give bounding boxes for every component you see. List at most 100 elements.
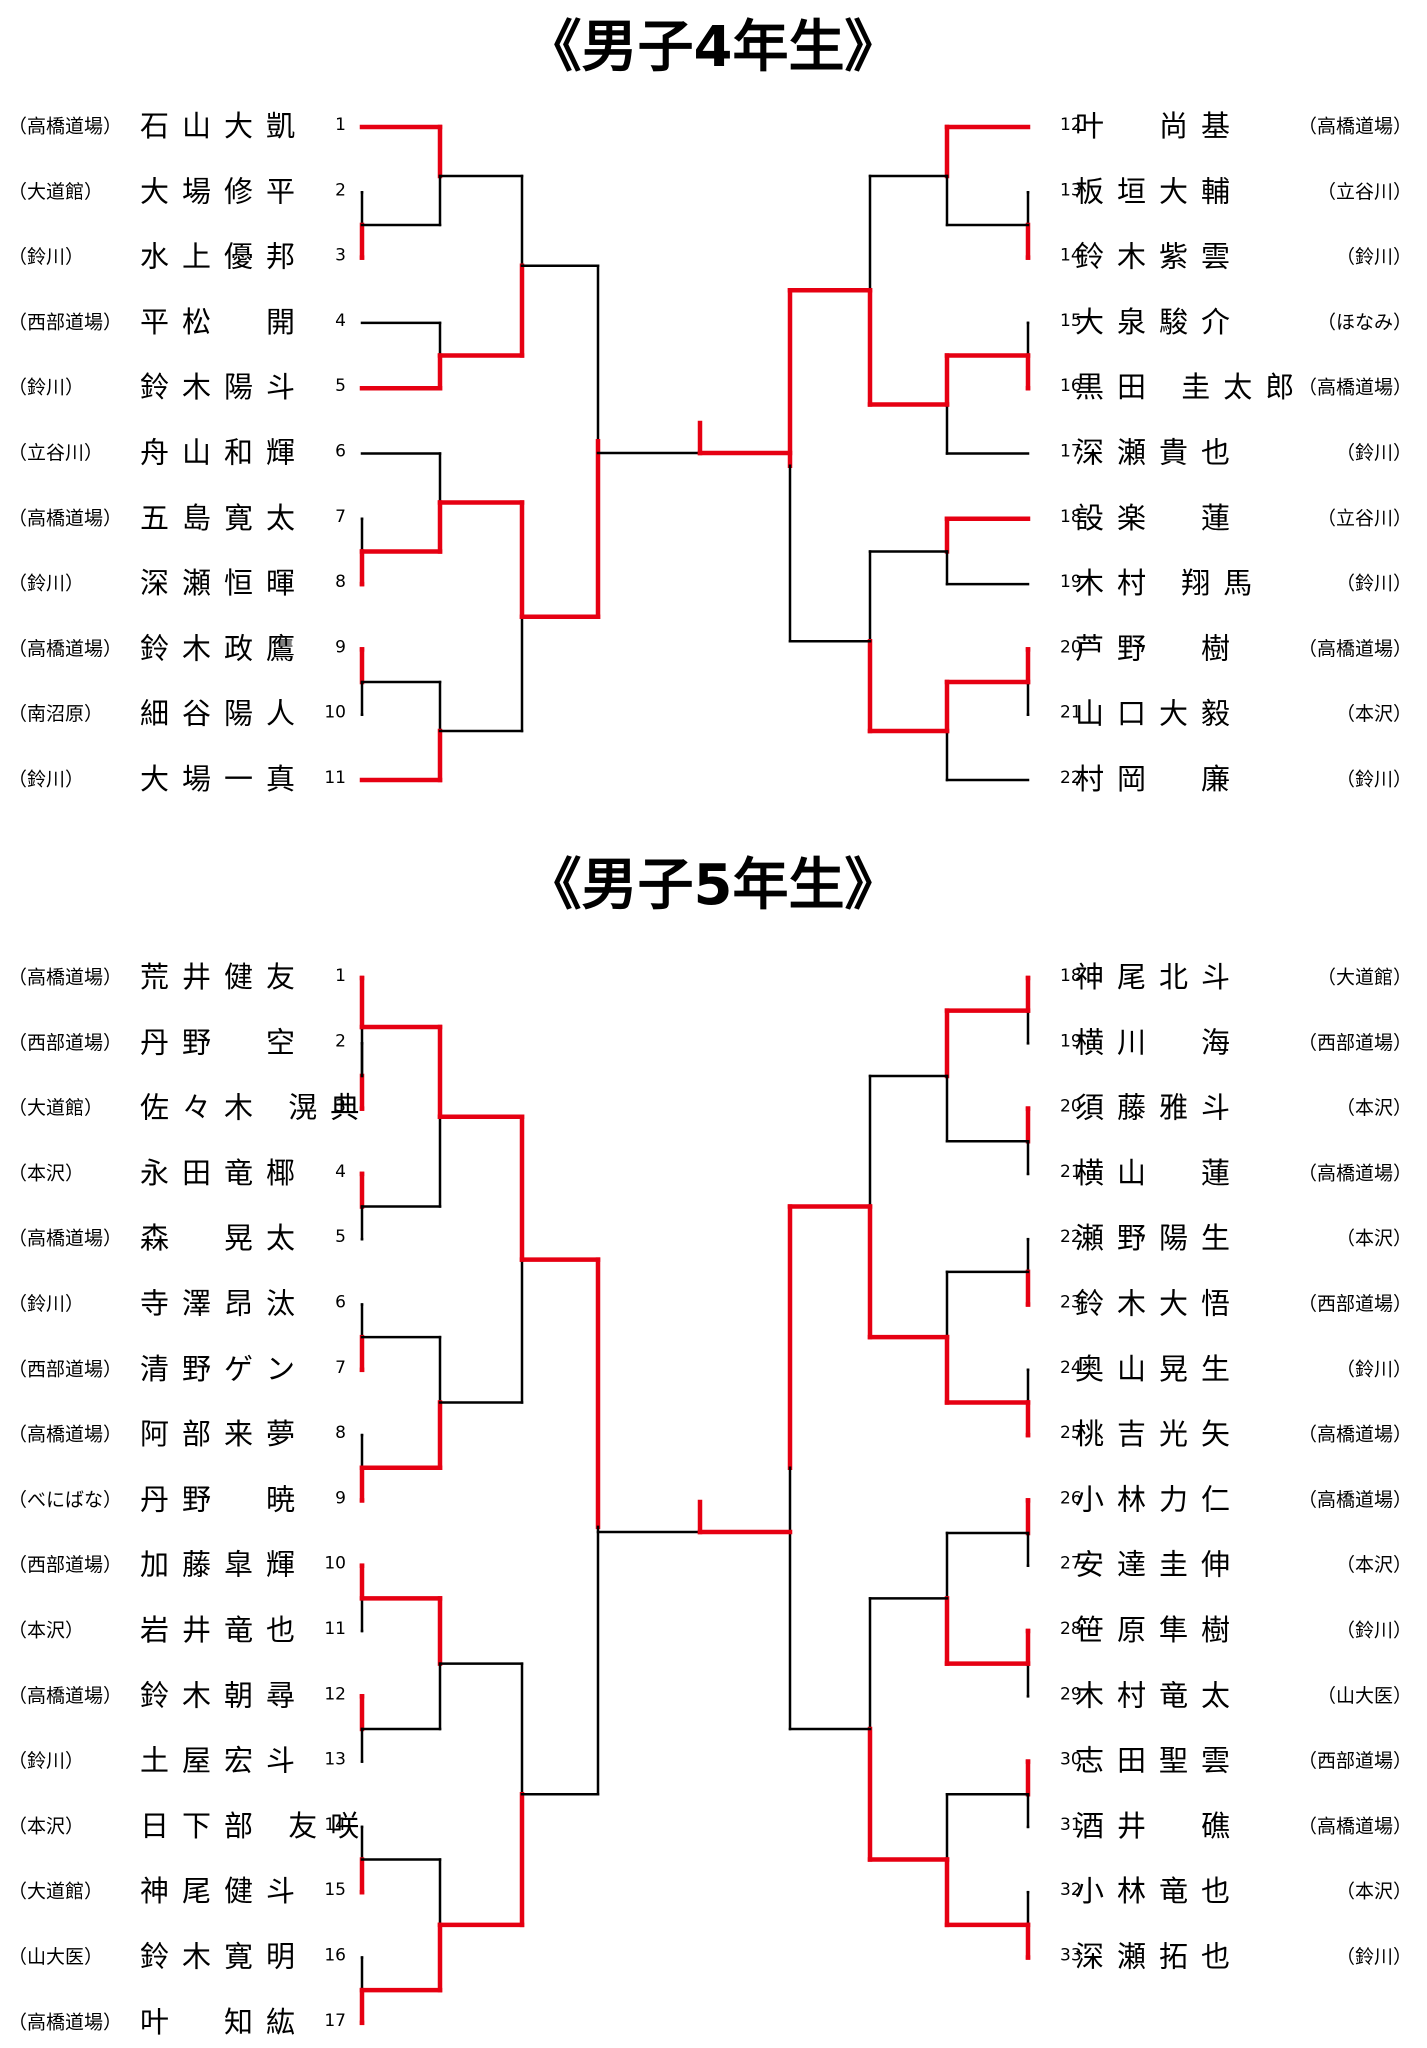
entrant-club: （高橋道場） — [1298, 377, 1412, 399]
entrant-name: 水上優邦 — [140, 240, 308, 274]
entrant-name: 芦野 樹 — [1075, 631, 1243, 665]
entrant-name: 村岡 廉 — [1075, 762, 1243, 796]
entrant-club: （鈴川） — [8, 1750, 84, 1772]
entrant-name: 酒井 礁 — [1075, 1809, 1243, 1843]
entrant-club: （高橋道場） — [8, 1424, 122, 1446]
entrant-name: 平松 開 — [140, 305, 308, 339]
entrant-number: 32 — [1060, 1880, 1082, 1900]
entrant-club: （鈴川） — [1336, 573, 1412, 595]
entrant-number: 7 — [335, 1358, 346, 1378]
entrant-club: （西部道場） — [1298, 1750, 1412, 1772]
entrant-number: 22 — [1060, 1227, 1082, 1247]
entrant-club: （高橋道場） — [1298, 1489, 1412, 1511]
entrant-club: （南沼原） — [8, 703, 103, 725]
entrant-name: 横川 海 — [1075, 1025, 1243, 1059]
entrant-club: （高橋道場） — [8, 2011, 122, 2033]
entrant-club: （高橋道場） — [8, 967, 122, 989]
entrant-number: 20 — [1060, 637, 1082, 657]
entrant-number: 6 — [335, 1293, 346, 1313]
entrant-number: 11 — [324, 768, 346, 788]
entrant-number: 24 — [1060, 1358, 1082, 1378]
entrant-name: 設楽 蓮 — [1075, 501, 1243, 535]
entrant-name: 鈴木大悟 — [1075, 1287, 1243, 1321]
entrant-club: （西部道場） — [1298, 1293, 1412, 1315]
entrant-number: 12 — [324, 1684, 346, 1704]
entrant-name: 阿部来夢 — [140, 1417, 308, 1451]
entrant-number: 16 — [1060, 376, 1082, 396]
section-title-grade4: 《男子4年生》 — [526, 15, 901, 80]
entrant-number: 19 — [1060, 572, 1082, 592]
entrant-number: 25 — [1060, 1423, 1082, 1443]
entrant-number: 21 — [1060, 1162, 1082, 1182]
entrant-club: （本沢） — [8, 1620, 84, 1642]
entrant-club: （本沢） — [1336, 1554, 1412, 1576]
entrant-number: 29 — [1060, 1684, 1082, 1704]
entrant-number: 20 — [1060, 1097, 1082, 1117]
entrant-number: 31 — [1060, 1815, 1082, 1835]
entrant-name: 岩井竜也 — [140, 1613, 308, 1647]
entrant-number: 12 — [1060, 115, 1082, 135]
entrant-club: （高橋道場） — [1298, 1815, 1412, 1837]
entrant-club: （本沢） — [1336, 1881, 1412, 1903]
entrant-club: （本沢） — [1336, 1097, 1412, 1119]
entrant-name: 佐々木 滉典 — [140, 1091, 372, 1125]
entrant-number: 11 — [324, 1619, 346, 1639]
entrant-name: 木村 翔馬 — [1075, 566, 1265, 600]
entrant-number: 22 — [1060, 768, 1082, 788]
entrant-name: 石山大凱 — [140, 109, 308, 143]
entrant-club: （鈴川） — [8, 573, 84, 595]
entrant-name: 叶 知紘 — [140, 2005, 308, 2039]
entrant-number: 3 — [335, 1097, 346, 1117]
entrant-number: 8 — [335, 1423, 346, 1443]
entrant-number: 23 — [1060, 1293, 1082, 1313]
entrant-club: （山大医） — [1317, 1685, 1412, 1707]
entrant-name: 瀬野陽生 — [1075, 1221, 1243, 1255]
entrant-club: （大道館） — [8, 1881, 103, 1903]
entrant-name: 清野ゲン — [140, 1352, 308, 1386]
entrant-name: 鈴木政鷹 — [140, 631, 308, 665]
entrant-number: 10 — [324, 1554, 346, 1574]
entrant-name: 神尾健斗 — [140, 1874, 308, 1908]
entrant-number: 5 — [335, 376, 346, 396]
entrant-name: 小林竜也 — [1075, 1874, 1243, 1908]
entrant-name: 黒田 圭太郎 — [1075, 370, 1307, 404]
entrant-club: （大道館） — [8, 181, 103, 203]
entrant-name: 鈴木陽斗 — [140, 370, 308, 404]
entrant-number: 13 — [324, 1750, 346, 1770]
entrant-name: 桃吉光矢 — [1075, 1417, 1243, 1451]
entrant-club: （鈴川） — [8, 377, 84, 399]
entrant-name: 大場一真 — [140, 762, 308, 796]
entrant-club: （高橋道場） — [1298, 638, 1412, 660]
entrant-number: 14 — [324, 1815, 346, 1835]
entrant-number: 7 — [335, 507, 346, 527]
entrant-name: 土屋宏斗 — [140, 1744, 308, 1778]
entrant-number: 2 — [335, 180, 346, 200]
entrant-name: 丹野 暁 — [140, 1482, 308, 1516]
entrant-name: 細谷陽人 — [140, 697, 308, 731]
entrant-club: （本沢） — [8, 1162, 84, 1184]
entrant-name: 小林力仁 — [1075, 1482, 1243, 1516]
entrant-club: （西部道場） — [1298, 1032, 1412, 1054]
entrant-number: 27 — [1060, 1554, 1082, 1574]
entrant-number: 33 — [1060, 1946, 1082, 1966]
entrant-name: 志田聖雲 — [1075, 1744, 1243, 1778]
entrant-name: 安達圭伸 — [1075, 1548, 1243, 1582]
entrant-number: 30 — [1060, 1750, 1082, 1770]
entrant-name: 横山 蓮 — [1075, 1156, 1243, 1190]
entrant-number: 16 — [324, 1946, 346, 1966]
entrant-club: （本沢） — [8, 1815, 84, 1837]
entrant-number: 9 — [335, 1488, 346, 1508]
entrant-name: 荒井健友 — [140, 960, 308, 994]
entrant-name: 深瀬恒暉 — [140, 566, 308, 600]
entrant-club: （西部道場） — [8, 311, 122, 333]
entrant-number: 21 — [1060, 703, 1082, 723]
entrant-name: 寺澤昂汰 — [140, 1287, 308, 1321]
entrant-name: 鈴木寛明 — [140, 1940, 308, 1974]
entrant-club: （山大医） — [8, 1946, 103, 1968]
entrant-club: （立谷川） — [1317, 507, 1412, 529]
entrant-club: （高橋道場） — [8, 507, 122, 529]
entrant-club: （西部道場） — [8, 1358, 122, 1380]
entrant-number: 2 — [335, 1031, 346, 1051]
